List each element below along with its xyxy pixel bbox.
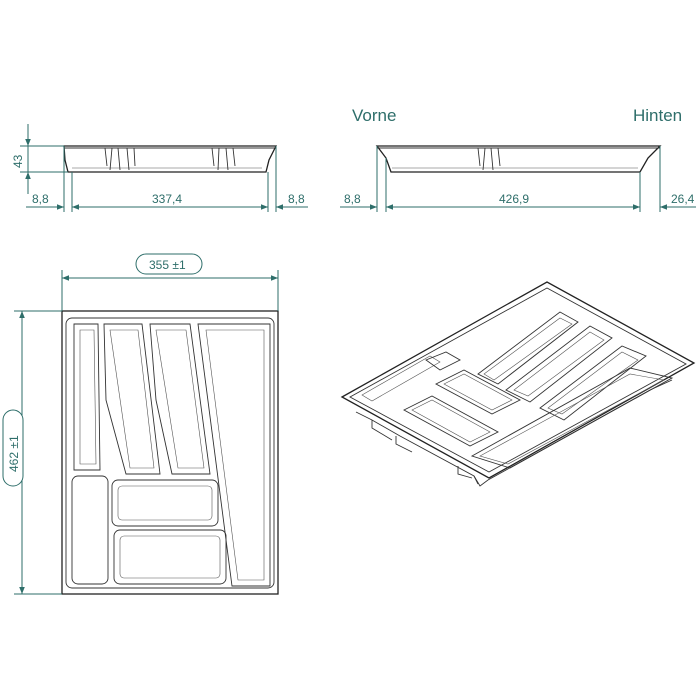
top-depth-dimension: 462 ±1 bbox=[7, 435, 21, 472]
top-view: 355 ±1 462 ±1 bbox=[2, 253, 279, 595]
side-right-gap-dimension: 26,4 bbox=[671, 192, 695, 206]
side-view: Vorne Hinten 8,8 426,9 26,4 bbox=[340, 106, 696, 212]
front-left-gap-dimension: 8,8 bbox=[32, 192, 49, 206]
top-width-dimension: 355 ±1 bbox=[149, 258, 186, 272]
height-dimension: 43 bbox=[11, 154, 25, 168]
front-view: 43 8,8 337,4 8,8 bbox=[11, 124, 308, 212]
front-right-gap-dimension: 8,8 bbox=[288, 192, 305, 206]
front-label: Vorne bbox=[352, 106, 396, 125]
side-length-dimension: 426,9 bbox=[499, 192, 529, 206]
side-left-gap-dimension: 8,8 bbox=[344, 192, 361, 206]
front-width-dimension: 337,4 bbox=[152, 192, 182, 206]
back-label: Hinten bbox=[633, 106, 682, 125]
isometric-view bbox=[340, 281, 696, 487]
